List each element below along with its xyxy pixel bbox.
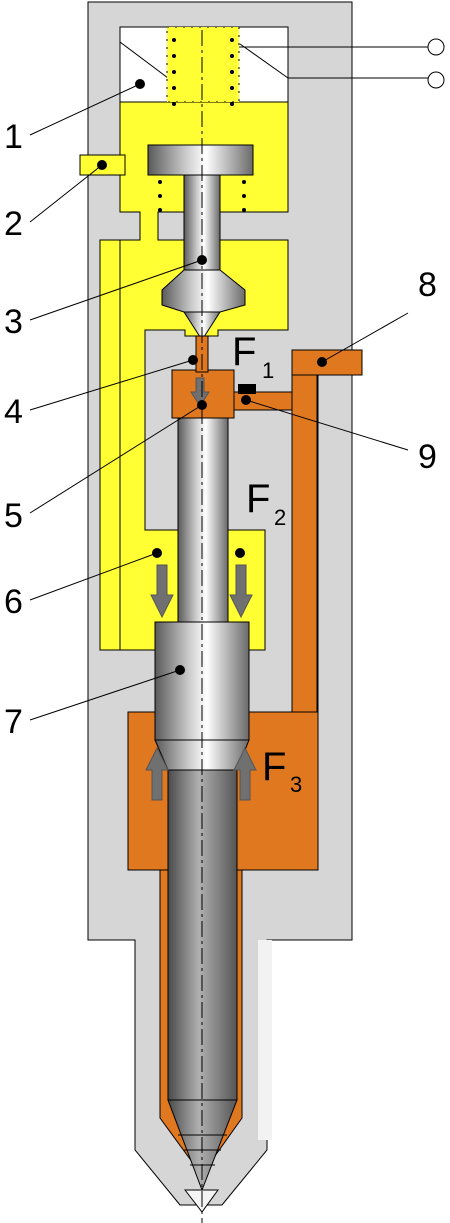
force-f3: F 3 <box>262 745 302 797</box>
callout-8: 8 <box>418 266 437 304</box>
flow-arrows <box>145 377 257 801</box>
spring <box>158 38 246 212</box>
force-f2: F 2 <box>246 477 286 530</box>
callout-5: 5 <box>4 497 23 535</box>
nozzle-highlight <box>258 940 272 1140</box>
force-f1-letter: F <box>232 330 256 374</box>
left-bypass <box>99 239 121 651</box>
callout-3: 3 <box>4 303 23 341</box>
force-f3-sub: 3 <box>290 772 302 797</box>
terminal-lower <box>427 71 445 89</box>
valve-head <box>147 144 254 176</box>
callout-4: 4 <box>4 393 23 431</box>
force-f1-sub: 1 <box>262 358 274 383</box>
leader-lines <box>29 83 409 721</box>
force-f1: F 1 <box>232 330 274 383</box>
throttle-orifice <box>238 384 256 394</box>
force-f2-sub: 2 <box>274 505 286 530</box>
return-pipe <box>291 349 363 376</box>
return-riser <box>291 374 318 716</box>
terminal-upper <box>427 38 445 56</box>
force-f2-letter: F <box>246 477 270 521</box>
callout-9: 9 <box>418 438 437 476</box>
callout-6: 6 <box>4 583 23 621</box>
callout-7: 7 <box>4 703 23 741</box>
armature-core <box>166 26 240 103</box>
callout-2: 2 <box>4 205 23 243</box>
plunger-upper <box>177 417 229 629</box>
callout-1: 1 <box>4 118 23 156</box>
force-f3-letter: F <box>262 745 286 789</box>
